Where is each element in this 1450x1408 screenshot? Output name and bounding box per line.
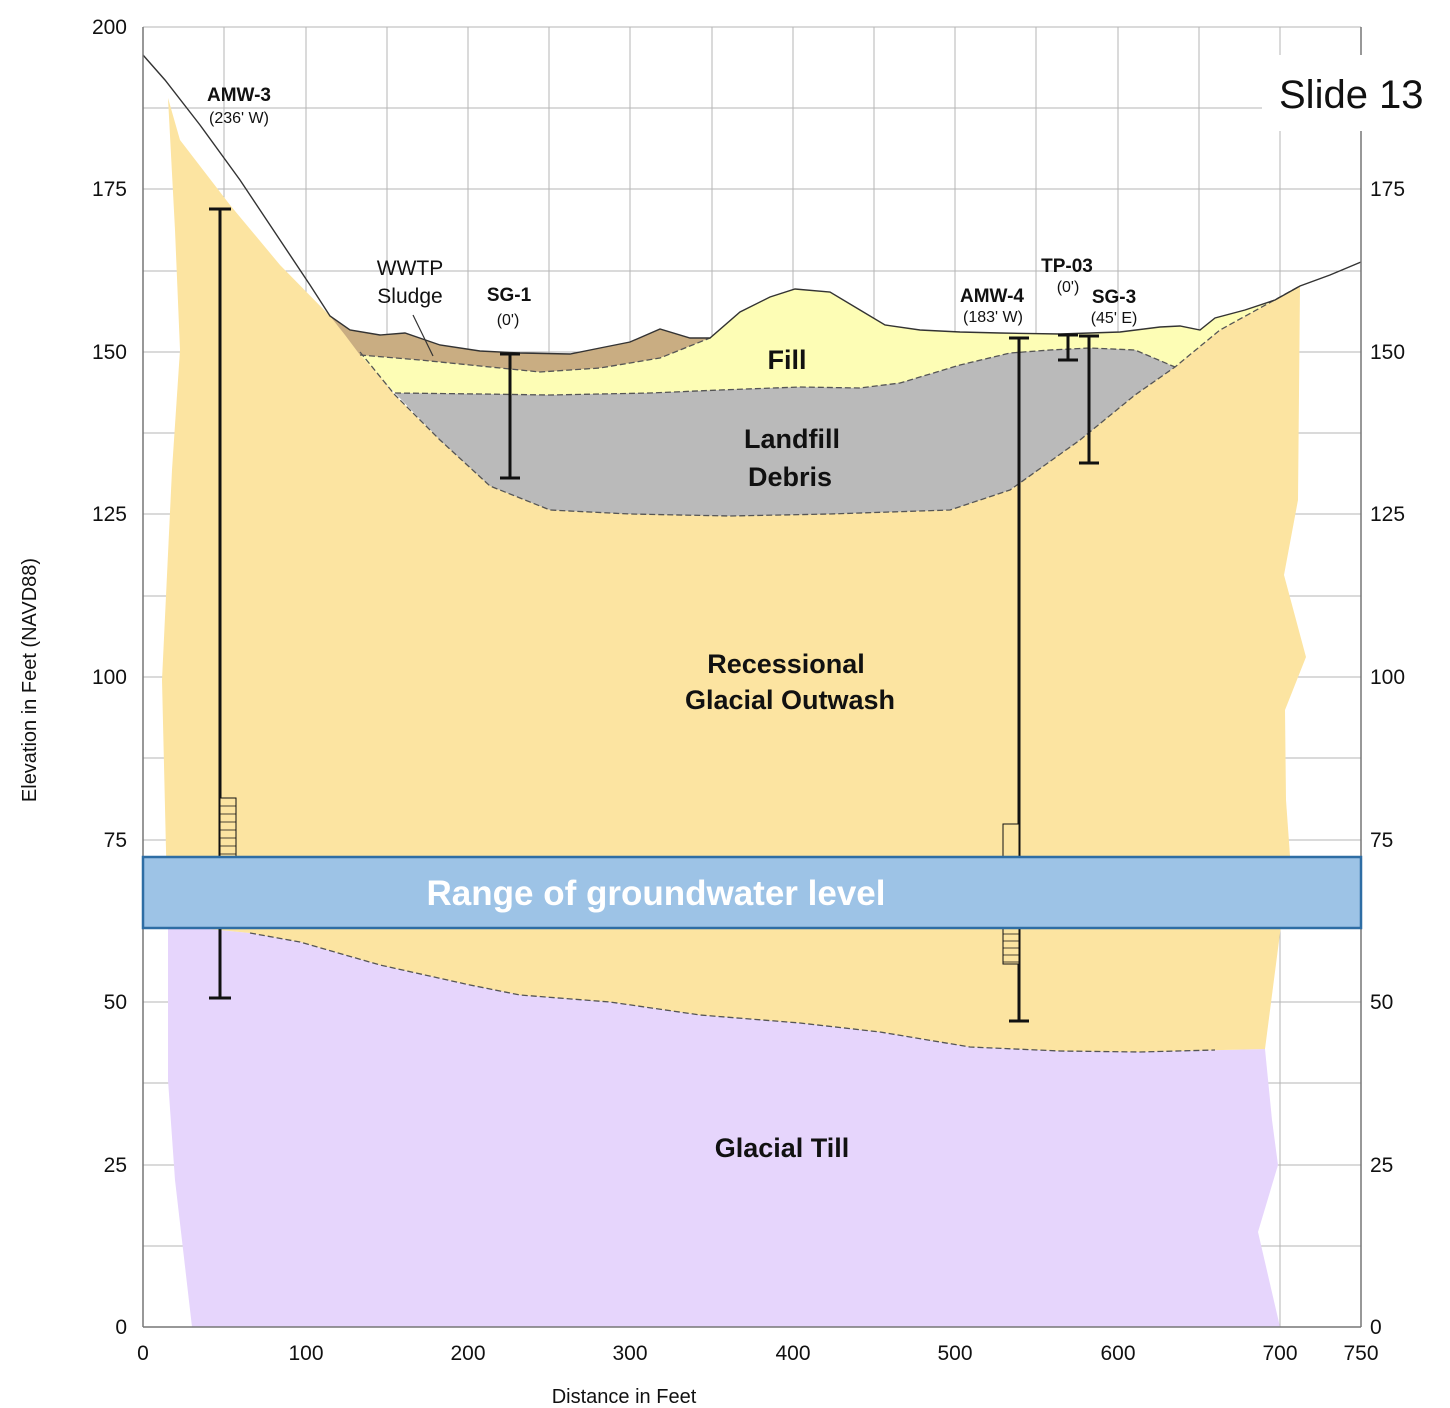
y-tick-left: 50 [104,991,127,1014]
y-tick-left: 25 [104,1154,127,1177]
well-label-sg-3: SG-3 [1092,287,1136,308]
sludge-label-line2: Sludge [377,285,442,308]
y-tick-right: 175 [1370,178,1405,201]
glacial-till-unit [168,925,1280,1327]
outwash-label-line1: Recessional [707,649,865,679]
y-tick-right: 150 [1370,341,1405,364]
x-axis-title: Distance in Feet [552,1386,697,1408]
well-sg-1 [500,352,520,480]
well-offset-amw-3: (236' W) [209,110,269,127]
well-label-tp-03: TP-03 [1041,256,1093,277]
y-tick-left: 100 [92,666,127,689]
y-tick-left: 150 [92,341,127,364]
y-tick-right: 100 [1370,666,1405,689]
y-tick-left: 75 [104,829,127,852]
x-tick: 600 [1100,1342,1135,1365]
x-axis-ticks: 0 100 200 300 400 500 600 700 750 [137,1342,1378,1365]
outwash-label-line2: Glacial Outwash [685,685,895,715]
slide-label: Slide 13 [1279,73,1424,117]
landfill-label-line1: Landfill [744,424,840,454]
x-tick: 100 [288,1342,323,1365]
ground-surface-line [142,54,1362,355]
x-tick: 200 [450,1342,485,1365]
landfill-label-line2: Debris [748,462,832,492]
well-tp-03 [1058,333,1078,362]
y-tick-right: 25 [1370,1154,1393,1177]
y-tick-left: 175 [92,178,127,201]
till-label: Glacial Till [715,1133,850,1163]
y-axis-right-ticks: 175 150 125 100 75 50 25 0 [1370,178,1405,1339]
well-offset-sg-1: (0') [497,312,520,329]
well-sg-3 [1079,334,1099,465]
x-tick: 750 [1343,1342,1378,1365]
y-tick-left: 125 [92,503,127,526]
contact-lines [249,285,1301,1053]
y-tick-right: 125 [1370,503,1405,526]
axis-frame [142,27,1362,1328]
x-tick: 300 [612,1342,647,1365]
sludge-label-line1: WWTP [377,257,443,280]
x-tick: 700 [1262,1342,1297,1365]
slide-label-box [1262,55,1450,131]
fill-unit [360,286,1300,395]
y-tick-right: 50 [1370,991,1393,1014]
x-tick: 0 [137,1342,149,1365]
fill-label: Fill [768,345,807,375]
groundwater-band [141,855,1363,930]
sludge-leader-line [412,314,434,357]
x-tick: 400 [775,1342,810,1365]
sludge-unit [330,316,710,372]
landfill-debris-unit [395,348,1175,516]
well-offset-tp-03: (0') [1057,279,1080,296]
well-label-amw-3: AMW-3 [207,85,271,106]
y-tick-left: 0 [115,1316,127,1339]
well-offset-amw-4: (183' W) [963,309,1023,326]
well-label-amw-4: AMW-4 [960,286,1024,307]
well-label-sg-1: SG-1 [487,285,532,306]
well-offset-sg-3: (45' E) [1091,310,1138,327]
y-axis-title: Elevation in Feet (NAVD88) [19,558,41,802]
y-tick-right: 0 [1370,1316,1382,1339]
y-axis-left-ticks: 200 175 150 125 100 75 50 25 0 [92,16,127,1339]
y-tick-right: 75 [1370,829,1393,852]
x-tick: 500 [937,1342,972,1365]
groundwater-band-label: Range of groundwater level [427,874,886,913]
y-tick-left: 200 [92,16,127,39]
